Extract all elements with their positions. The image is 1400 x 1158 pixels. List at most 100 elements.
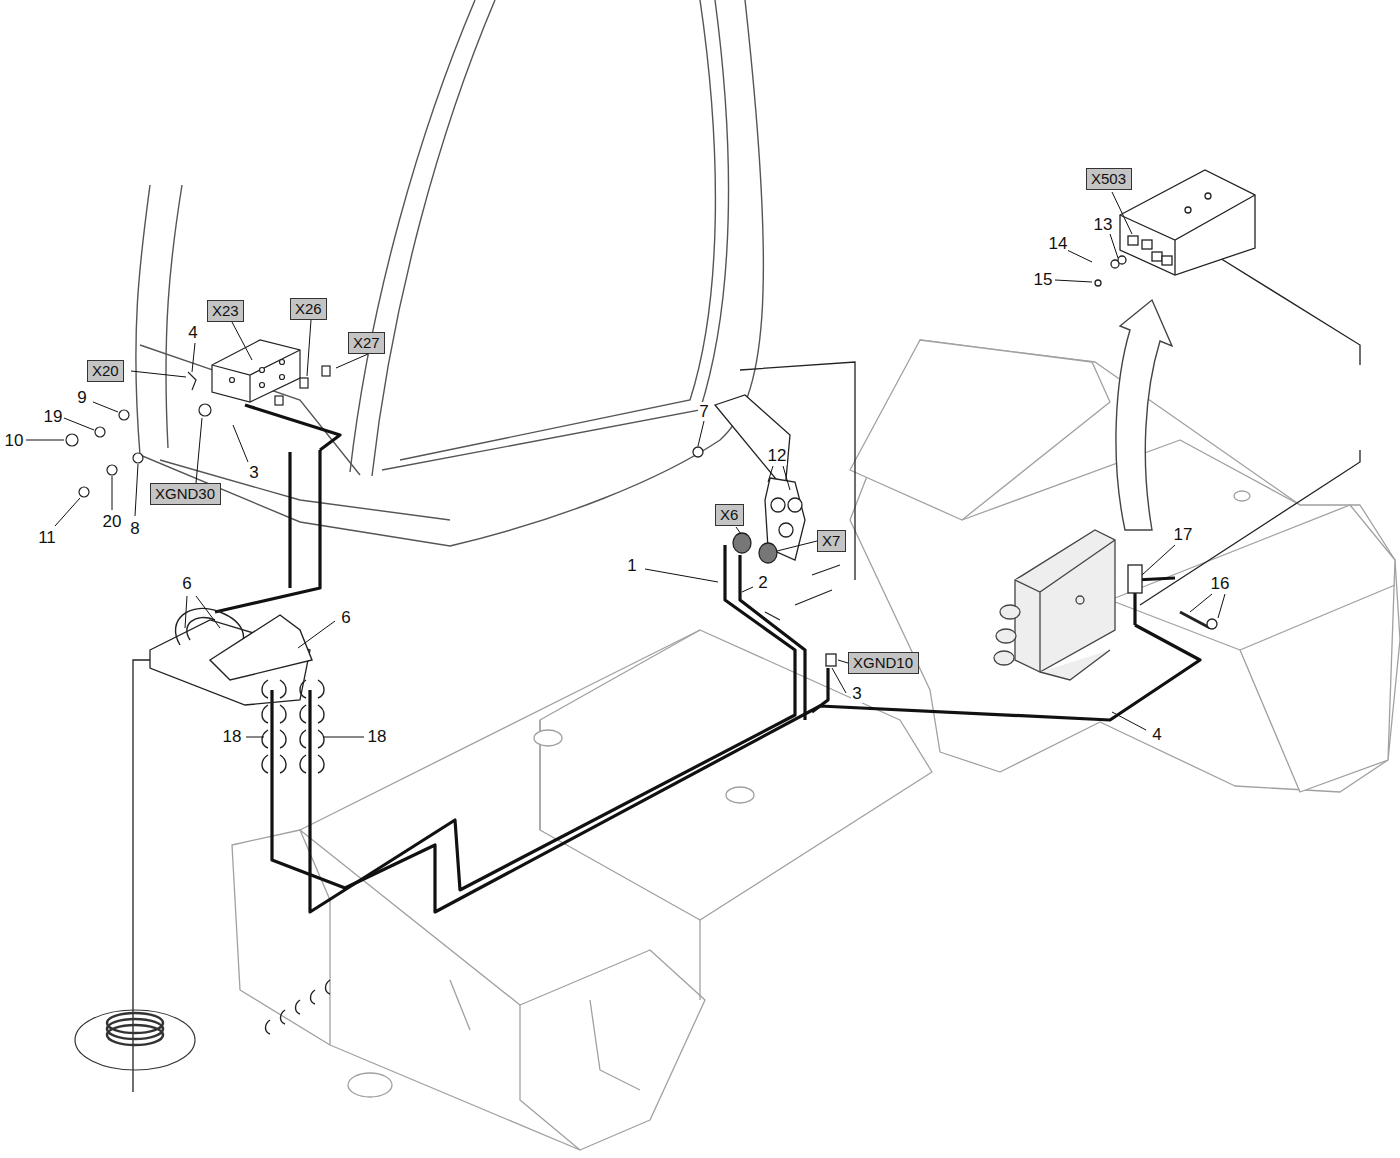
cab-outline-part: [400, 0, 715, 460]
leader-lines-part: [246, 737, 264, 738]
control-unit-part: [1040, 650, 1110, 680]
connector-block-part: [275, 396, 283, 405]
leader-lines-part: [185, 596, 220, 628]
connector-tag: X27: [348, 332, 385, 354]
wiring-harness-part: [245, 405, 340, 450]
callout-number: 11: [37, 528, 57, 547]
cable-ties-part: [210, 615, 312, 680]
cab-outline-part: [140, 345, 360, 475]
chassis-frame-part: [520, 1005, 580, 1150]
connector-tag: X23: [207, 300, 244, 322]
chassis-frame-part: [1110, 505, 1395, 792]
relay-box-part: [1128, 565, 1142, 593]
leader-lines-part: [324, 737, 364, 738]
relay-box-part: [1162, 256, 1172, 265]
connector-tag: XGND30: [150, 483, 221, 505]
bracket-plate-part: [771, 498, 785, 512]
leader-lines-part: [777, 541, 817, 551]
leader-lines-part: [336, 354, 368, 368]
callout-number: 16: [1210, 574, 1231, 593]
connector-name: X20: [92, 362, 119, 380]
wiring-harness-part: [812, 668, 828, 712]
thin-wire: [133, 255, 1360, 1092]
connector-name: XGND10: [853, 654, 914, 672]
bracket-plate-part: [733, 533, 751, 553]
relay-box-part: [1205, 193, 1211, 199]
cable-coil: [75, 1010, 195, 1070]
connector-tag: X503: [1086, 168, 1132, 190]
thin-wire-part: [740, 362, 855, 580]
leader-lines-part: [742, 587, 753, 592]
callout-number: 6: [181, 574, 192, 593]
leader-lines: [26, 192, 1225, 737]
wiring-harness-part: [310, 545, 795, 912]
relay-box-part: [1207, 619, 1217, 629]
connector-block-part: [95, 427, 105, 437]
leader-lines-part: [192, 343, 195, 372]
bracket-plate-part: [693, 447, 703, 457]
callout-number: 18: [367, 727, 388, 746]
callout-number: 9: [76, 388, 87, 407]
connector-name: X503: [1091, 170, 1127, 188]
thin-wire-part: [1140, 255, 1360, 605]
leader-lines-part: [1055, 280, 1092, 282]
leader-lines-part: [26, 440, 64, 441]
connector-tag: X20: [87, 360, 124, 382]
connector-block-part: [79, 487, 89, 497]
connector-block-part: [260, 368, 265, 373]
bracket-plate-part: [826, 654, 836, 666]
leader-lines-part: [1190, 594, 1225, 618]
chassis-frame-part: [726, 787, 754, 803]
leader-lines-part: [736, 527, 741, 534]
chassis-frame-part: [300, 630, 700, 830]
leader-lines-part: [233, 425, 248, 462]
leader-lines-part: [698, 421, 704, 446]
connector-block-part: [280, 360, 285, 365]
leader-lines-part: [93, 402, 118, 412]
callout-number: 4: [187, 323, 198, 342]
leader-lines-part: [232, 322, 252, 360]
leader-lines-part: [1112, 192, 1132, 234]
connector-name: X6: [720, 506, 739, 524]
chassis-frame-part: [590, 1000, 640, 1090]
wiring-harness-part: [215, 450, 320, 612]
chassis-frame-part: [232, 830, 705, 1150]
connector-tag: X26: [290, 298, 327, 320]
leader-lines-part: [135, 464, 138, 516]
control-unit-part: [996, 629, 1016, 643]
leader-lines-part: [64, 418, 94, 430]
wiring-harness-part: [288, 452, 291, 588]
relay-box: [1095, 170, 1255, 629]
control-unit-part: [1000, 605, 1020, 619]
connector-block-part: [300, 378, 308, 388]
cable-ties-part: [300, 680, 306, 773]
connector-name: XGND30: [155, 485, 216, 503]
chassis-frame-part: [450, 980, 470, 1030]
callout-number: 15: [1033, 270, 1054, 289]
connector-block-part: [230, 378, 235, 383]
transfer-arrow: [1116, 300, 1172, 530]
cable-coil-part: [107, 1013, 163, 1033]
cable-ties: [176, 608, 330, 1034]
cable-ties-part: [280, 680, 286, 773]
leader-lines-part: [307, 320, 311, 376]
cable-ties-part: [262, 680, 268, 773]
leader-lines-part: [1112, 712, 1146, 730]
connector-block-part: [66, 434, 78, 446]
chassis-frame-part: [540, 630, 932, 920]
callout-number: 19: [43, 407, 64, 426]
leader-lines-part: [55, 498, 80, 526]
callout-number: 3: [851, 684, 862, 703]
bracket-plate-part: [765, 565, 840, 620]
relay-box-part: [1120, 170, 1255, 275]
callout-number: 12: [767, 446, 788, 465]
leader-lines-part: [1110, 234, 1118, 258]
leader-lines-part: [1142, 545, 1175, 575]
cab-outline-part: [136, 0, 764, 546]
control-unit-part: [994, 651, 1014, 665]
connector-tag: X6: [715, 504, 744, 526]
bracket-plate-part: [779, 523, 793, 537]
